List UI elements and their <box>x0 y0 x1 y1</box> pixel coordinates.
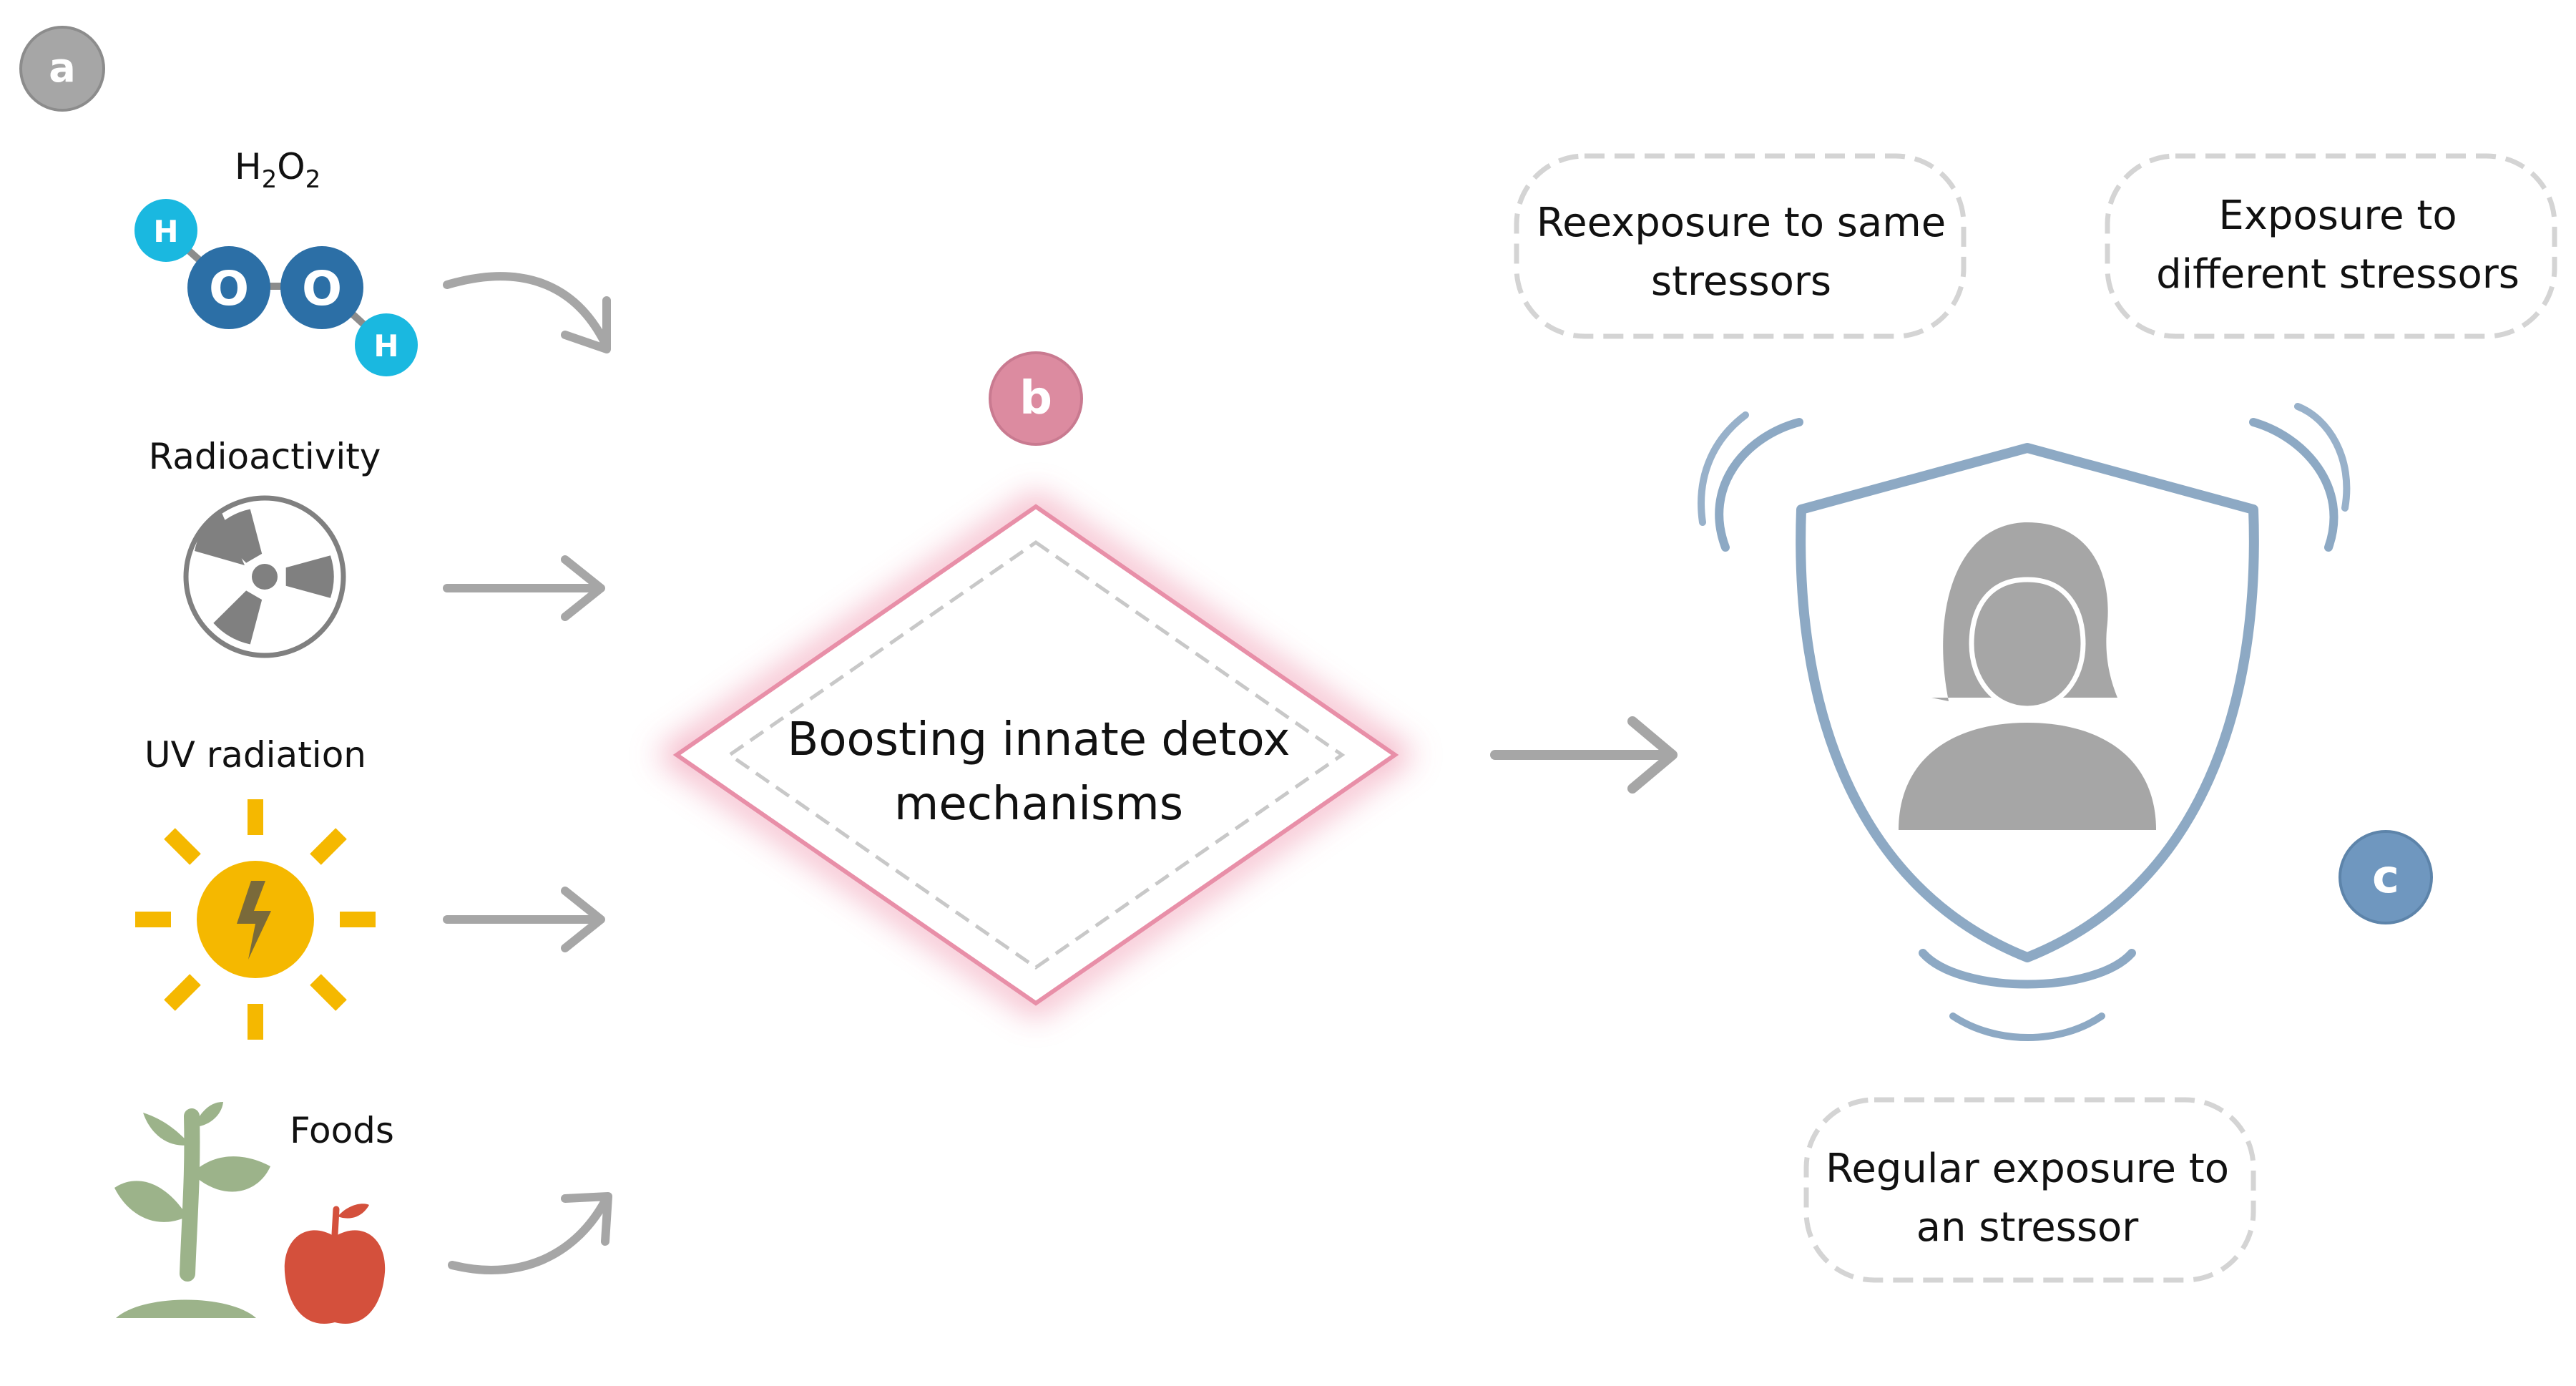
regular-exposure-bubble: Regular exposure to an stressor <box>1803 1097 2256 1283</box>
svg-text:H: H <box>153 214 178 249</box>
radioactivity-label: Radioactivity <box>149 436 381 477</box>
svg-text:O: O <box>209 261 249 316</box>
center-line1: Boosting innate detox <box>787 713 1290 766</box>
detox-diamond <box>655 492 1416 1018</box>
shield-icon <box>1698 403 2351 1041</box>
svg-text:Exposure to: Exposure to <box>2218 192 2457 239</box>
foods-arrow <box>448 1198 609 1274</box>
panel-a-badge: a <box>19 26 105 112</box>
foods-arrow-head <box>561 1192 612 1246</box>
panel-c-badge: c <box>2339 830 2433 924</box>
hydrogen-peroxide-molecule-icon: O O H H <box>134 199 418 376</box>
svg-text:Regular exposure to: Regular exposure to <box>1826 1146 2229 1192</box>
svg-text:an stressor: an stressor <box>1916 1204 2140 1251</box>
svg-text:O: O <box>302 261 342 316</box>
panel-b-letter: b <box>1019 372 1052 425</box>
person-icon <box>1899 522 2156 830</box>
uv-arrow-head <box>561 887 605 952</box>
plant-icon <box>114 1102 270 1318</box>
h2o2-arrow <box>443 272 609 346</box>
svg-text:Reexposure to same: Reexposure to same <box>1537 200 1946 246</box>
uv-radiation-label: UV radiation <box>145 734 366 776</box>
different-stressors-bubble: Exposure to different stressors <box>2105 153 2557 339</box>
svg-text:H: H <box>373 328 398 363</box>
radiation-icon <box>183 495 346 658</box>
svg-text:stressors: stressors <box>1651 258 1831 305</box>
center-line2: mechanisms <box>894 778 1183 831</box>
panel-a-letter: a <box>49 45 76 92</box>
panel-b-badge: b <box>989 351 1083 446</box>
radioactivity-arrow-head <box>561 555 605 621</box>
sun-lightning-icon <box>135 799 376 1040</box>
h2o2-label: H2O2 <box>235 146 320 194</box>
foods-label: Foods <box>290 1110 394 1151</box>
reexposure-bubble: Reexposure to same stressors <box>1514 153 1967 339</box>
apple-icon <box>284 1204 386 1324</box>
center-to-shield-arrow-head <box>1627 716 1678 794</box>
h2o2-arrow-head <box>561 296 611 353</box>
panel-c-letter: c <box>2372 851 2399 904</box>
svg-text:different stressors: different stressors <box>2156 251 2519 298</box>
